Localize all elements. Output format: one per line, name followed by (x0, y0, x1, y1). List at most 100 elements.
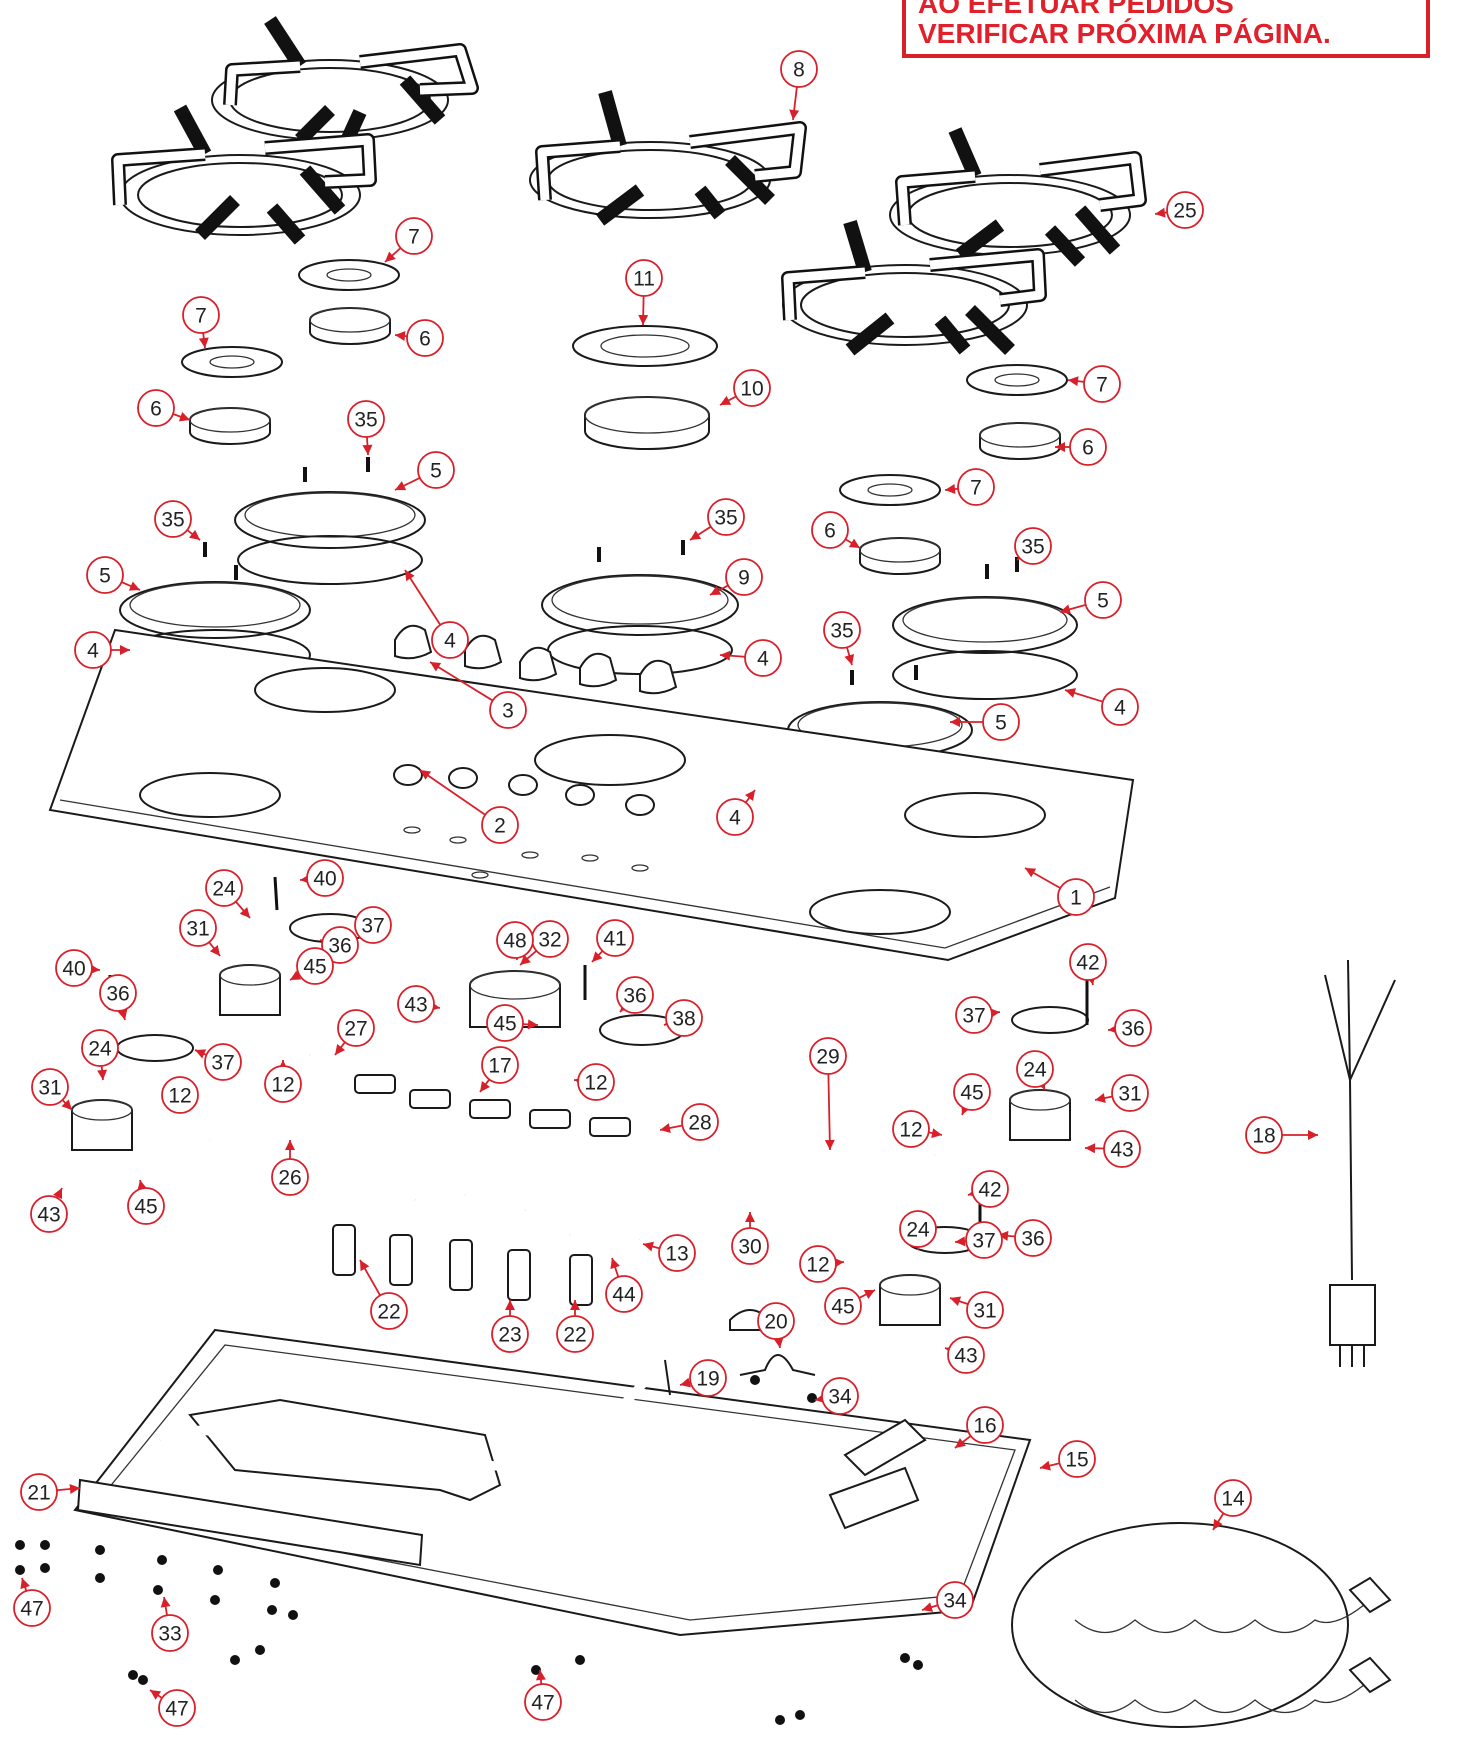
leader-arrowhead (643, 1242, 654, 1252)
leader-arrowhead (1095, 1093, 1106, 1103)
callout-7: 7 (958, 469, 994, 505)
callout-number: 14 (1221, 1488, 1245, 1511)
callout-number: 2 (494, 815, 506, 838)
leader-arrowhead (150, 1690, 161, 1700)
callout-number: 1 (1070, 887, 1082, 910)
callout-number: 48 (503, 930, 526, 953)
callout-42: 42 (972, 1171, 1008, 1207)
callout-36: 36 (100, 975, 136, 1011)
leader-arrowhead (505, 1300, 515, 1310)
callout-19: 19 (690, 1360, 726, 1396)
callout-21: 21 (21, 1474, 57, 1510)
callout-number: 33 (158, 1623, 181, 1646)
callout-36: 36 (1115, 1010, 1151, 1046)
callout-number: 45 (831, 1296, 854, 1319)
leader-arrowhead (690, 530, 701, 540)
leader-arrowhead (660, 1123, 671, 1133)
callout-number: 12 (584, 1072, 607, 1095)
leader-arrowhead (335, 1044, 345, 1055)
gas-pipes (210, 1055, 935, 1245)
callout-7: 7 (1084, 366, 1120, 402)
callout-37: 37 (355, 907, 391, 943)
callout-13: 13 (659, 1235, 695, 1271)
callout-number: 7 (970, 477, 982, 500)
callout-12: 12 (162, 1077, 198, 1113)
callout-2: 2 (482, 807, 518, 843)
callout-30: 30 (732, 1228, 768, 1264)
callout-45: 45 (487, 1005, 523, 1041)
callout-number: 21 (27, 1482, 50, 1505)
callout-number: 8 (793, 59, 805, 82)
callout-34: 34 (822, 1378, 858, 1414)
leader-arrowhead (430, 662, 441, 671)
callout-number: 45 (960, 1082, 983, 1105)
callout-number: 44 (612, 1284, 636, 1307)
callout-43: 43 (31, 1196, 67, 1232)
callout-34: 34 (937, 1582, 973, 1618)
leader-arrowhead (638, 315, 648, 325)
leader-arrowhead (199, 337, 209, 348)
callout-number: 45 (303, 956, 326, 979)
callout-24: 24 (900, 1211, 936, 1247)
leader-arrowhead (285, 1140, 295, 1150)
callout-number: 37 (962, 1005, 985, 1028)
callout-7: 7 (396, 218, 432, 254)
leader-line (828, 1074, 830, 1150)
callout-36: 36 (1015, 1220, 1051, 1256)
valves (333, 1225, 592, 1305)
callout-32: 32 (532, 921, 568, 957)
grate-front-right (783, 222, 1040, 350)
order-notice-line-1: AO EFETUAR PEDIDOS (918, 0, 1234, 20)
callout-number: 6 (824, 520, 836, 543)
callout-number: 5 (1097, 590, 1109, 613)
callout-37: 37 (966, 1222, 1002, 1258)
callout-number: 27 (344, 1018, 367, 1041)
callout-number: 20 (764, 1311, 787, 1334)
callout-37: 37 (205, 1044, 241, 1080)
callout-40: 40 (56, 950, 92, 986)
callout-number: 37 (361, 915, 384, 938)
leader-arrowhead (1213, 1519, 1223, 1530)
callout-24: 24 (82, 1030, 118, 1066)
callout-number: 36 (106, 983, 129, 1006)
callout-35: 35 (1015, 528, 1051, 564)
callout-number: 31 (186, 918, 209, 941)
leader-arrowhead (844, 654, 854, 665)
callout-number: 47 (20, 1598, 43, 1621)
callout-20: 20 (758, 1303, 794, 1339)
callout-number: 22 (377, 1301, 400, 1324)
leader-arrowhead (1308, 1130, 1318, 1140)
callout-number: 29 (816, 1046, 839, 1069)
callout-24: 24 (206, 870, 242, 906)
callout-number: 16 (973, 1415, 996, 1438)
callout-number: 43 (37, 1204, 60, 1227)
leader-arrowhead (189, 530, 200, 540)
callout-42: 42 (1070, 944, 1106, 980)
base-tray (75, 1310, 1030, 1635)
callout-45: 45 (297, 948, 333, 984)
callout-number: 19 (696, 1368, 719, 1391)
callout-5: 5 (1085, 582, 1121, 618)
callout-number: 11 (633, 268, 655, 291)
leader-arrowhead (1155, 208, 1166, 218)
callout-22: 22 (557, 1316, 593, 1352)
callout-number: 12 (168, 1085, 191, 1108)
callout-31: 31 (180, 910, 216, 946)
callout-45: 45 (128, 1188, 164, 1224)
callout-47: 47 (525, 1684, 561, 1720)
leader-arrowhead (950, 1297, 961, 1306)
callout-28: 28 (682, 1104, 718, 1140)
callout-43: 43 (398, 986, 434, 1022)
leader-arrowhead (179, 412, 190, 421)
leader-arrowhead (362, 445, 372, 455)
callout-40: 40 (307, 860, 343, 896)
callout-number: 31 (973, 1300, 996, 1323)
callout-6: 6 (1070, 429, 1106, 465)
callout-35: 35 (155, 501, 191, 537)
callout-number: 4 (757, 648, 769, 671)
callout-number: 12 (271, 1074, 294, 1097)
callout-number: 43 (954, 1345, 977, 1368)
callout-1: 1 (1058, 879, 1094, 915)
callout-number: 43 (1110, 1139, 1133, 1162)
